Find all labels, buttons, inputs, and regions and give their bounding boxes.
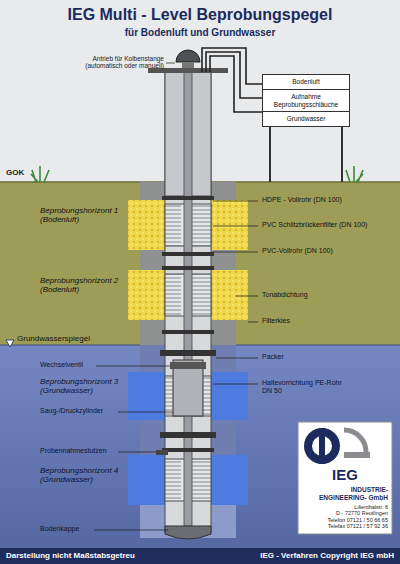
diagram-title: IEG Multi - Level Beprobungspegel bbox=[0, 6, 400, 24]
company-text: Telefax 07121 / 57 92 36 bbox=[302, 523, 388, 530]
company-text: Telefon 07121 / 50 66 65 bbox=[302, 517, 388, 524]
company-text: D - 72770 Reutlingen bbox=[302, 510, 388, 517]
logo-text: IEG bbox=[302, 466, 388, 484]
panel-row: Bodenluft bbox=[263, 75, 349, 90]
part-label: HDPE - Vollrohr (DN 100) bbox=[262, 196, 396, 204]
company-text: Lilienthalstr. 6 bbox=[302, 504, 388, 511]
company-text: INDUSTRIE- ENGINEERING- GmbH bbox=[302, 486, 388, 502]
part-label: Haltevorrichtung PE-Rohr DN 50 bbox=[262, 379, 342, 395]
part-label: Antrieb für Kolbenstange (automatisch od… bbox=[64, 55, 164, 70]
panel-row: Aufnahme Beprobungsschläuche bbox=[263, 90, 349, 113]
part-label: PVC Schlitzbrückenfilter (DN 100) bbox=[262, 221, 396, 229]
part-label: Packer bbox=[262, 353, 392, 361]
part-label: PVC-Vollrohr (DN 100) bbox=[262, 247, 396, 255]
horizon-label: Beprobungshorizont 3 (Grundwasser) bbox=[40, 377, 126, 395]
part-label: Filterkies bbox=[262, 317, 396, 325]
horizon-label: Beprobungshorizont 1 (Bodenluft) bbox=[40, 206, 126, 224]
company-logo: IEG INDUSTRIE- ENGINEERING- GmbH Lilientha… bbox=[298, 422, 392, 534]
horizon-label: Beprobungshorizont 4 (Grundwasser) bbox=[40, 466, 126, 484]
horizon-label: Beprobungshorizont 2 (Bodenluft) bbox=[40, 276, 126, 294]
part-label: Tonabdichtung bbox=[262, 291, 396, 299]
ground-label: GOK bbox=[6, 168, 46, 177]
copyright: IEG - Verfahren Copyright IEG mbH bbox=[196, 551, 394, 560]
panel-row: Grundwasser bbox=[263, 112, 349, 126]
water-level-label: Grundwasserspiegel bbox=[17, 334, 127, 343]
part-label: Saug-/Druckzylinder bbox=[40, 407, 120, 415]
part-label: Bodenkappe bbox=[40, 525, 100, 533]
part-label: Probennahmestutzen bbox=[40, 447, 120, 455]
subtitle: für Bodenluft und Grundwasser bbox=[0, 27, 400, 39]
sample-tube-panel: BodenluftAufnahme BeprobungsschläucheGru… bbox=[262, 74, 350, 127]
part-label: Wechselventil bbox=[40, 361, 120, 369]
footer-note: Darstellung nicht Maßstabsgetreu bbox=[6, 551, 196, 560]
